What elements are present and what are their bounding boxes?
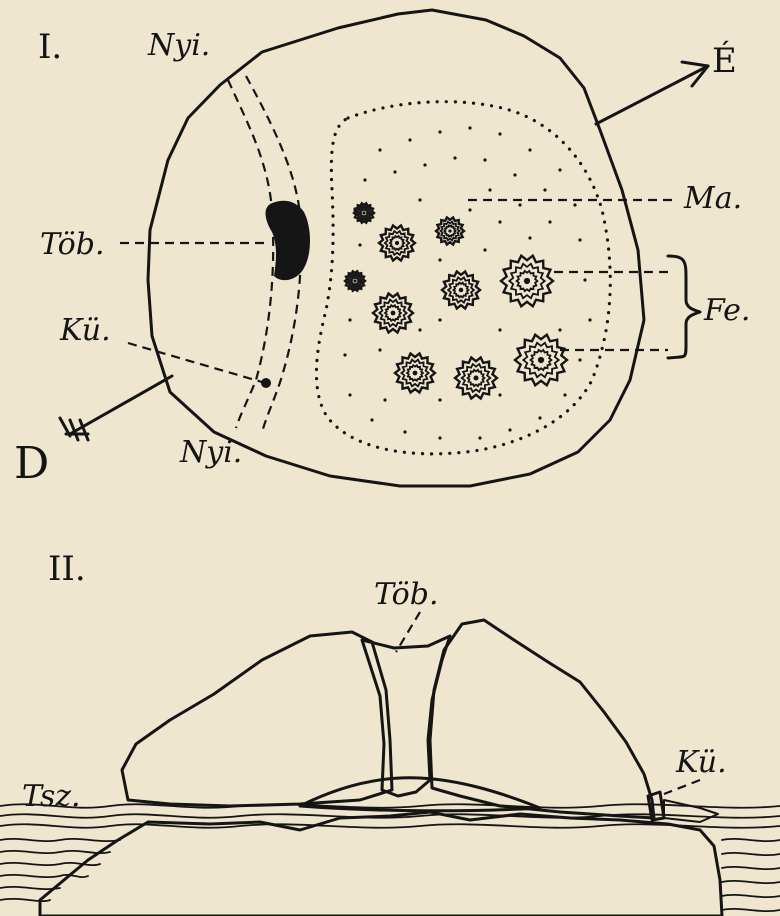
figure-2-numeral: II. <box>48 549 86 589</box>
label-ku: Kü. <box>59 313 111 348</box>
ku-tip-end <box>664 800 718 822</box>
fe-body <box>501 256 553 307</box>
egg-outline <box>148 10 644 486</box>
right-mound <box>430 620 654 818</box>
label-fe: Fe. <box>703 293 750 328</box>
label-d: D <box>14 438 49 489</box>
label-tob: Töb. <box>40 227 104 262</box>
germinal-band-left <box>228 80 273 428</box>
label-nyi-top: Nyi. <box>147 28 210 63</box>
label-tsz: Tsz. <box>22 779 81 814</box>
label-tob-2: Töb. <box>374 577 438 612</box>
fe-body <box>515 335 567 386</box>
d-arrow-shaft <box>70 376 172 434</box>
tsz-layers <box>0 804 780 911</box>
fe-bodies <box>345 203 567 398</box>
label-e: É <box>712 40 737 81</box>
figure-1-numeral: I. <box>38 27 62 67</box>
figure-1: I. <box>14 10 750 489</box>
label-nyi-bottom: Nyi. <box>179 435 242 470</box>
fe-body <box>436 217 464 244</box>
e-arrow-shaft <box>596 66 708 124</box>
figure-2: II. <box>0 549 780 916</box>
ku2-leader <box>664 780 700 794</box>
ku-leader <box>128 343 262 382</box>
fe-brace <box>668 256 700 358</box>
tob-column <box>362 636 450 796</box>
label-ku-2: Kü. <box>675 745 727 780</box>
label-ma: Ma. <box>683 181 742 216</box>
ku-dot <box>261 378 271 388</box>
fe-body <box>373 294 413 333</box>
left-mound <box>122 632 392 806</box>
fe-body <box>354 203 374 222</box>
fe-body <box>455 358 497 399</box>
fe-body <box>379 226 415 261</box>
fe-body <box>442 272 480 309</box>
d-arrow-fletching <box>60 418 88 440</box>
ku-tip <box>648 792 664 820</box>
fe-body <box>395 354 435 393</box>
fe-body <box>345 271 365 290</box>
